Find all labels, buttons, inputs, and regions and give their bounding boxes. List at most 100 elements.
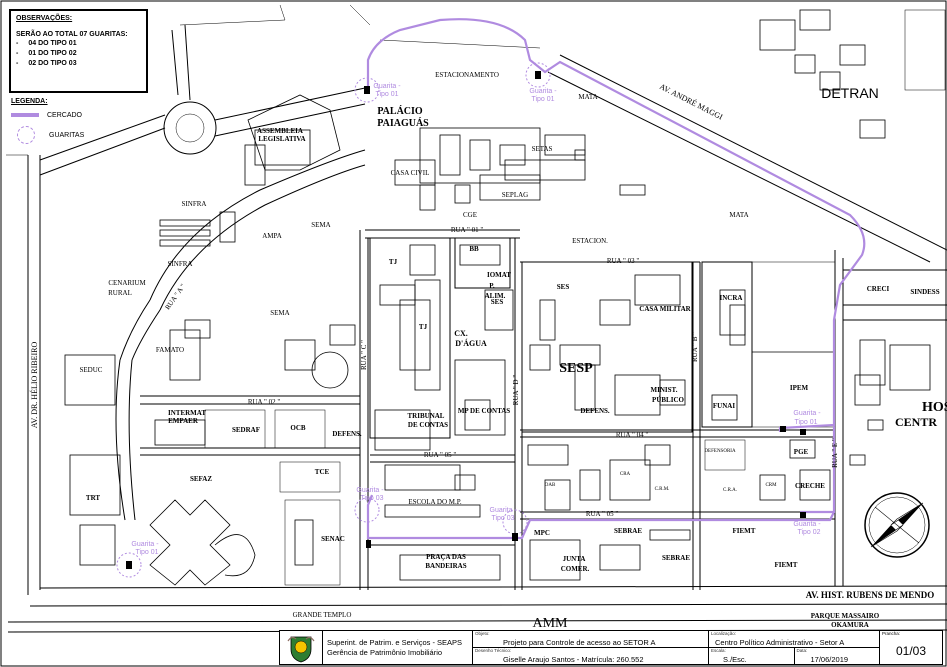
label-fiemt-2: FIEMT <box>775 561 798 569</box>
label-iomat-3: ALIM. <box>485 292 506 300</box>
label-escola-mp: ESCOLA DO M.P. <box>408 498 462 506</box>
guard-label-3-type: Tipo 01 <box>135 549 158 556</box>
label-cx: CX. <box>454 329 468 338</box>
project-block: Objeto: Projeto para Controle de acesso … <box>473 631 709 664</box>
street-andre-maggi: AV. ANDRÉ MAGGI <box>658 81 725 122</box>
label-ipem: IPEM <box>790 384 809 392</box>
label-amm: AMM <box>532 616 568 631</box>
label-estacion: ESTACION. <box>572 237 608 245</box>
label-fiemt-1: FIEMT <box>733 527 756 535</box>
street-rubens: AV. HIST. RUBENS DE MENDO <box>806 590 935 600</box>
label-incra: INCRA <box>720 294 743 302</box>
label-iomat-4: SES <box>491 298 504 306</box>
date-caption: Data: <box>796 648 808 653</box>
guard-label-1-type: Tipo 01 <box>375 91 398 98</box>
compass-rose-icon <box>864 492 930 558</box>
label-mata-1: MATA <box>578 93 597 101</box>
drawn-value: Giselle Araujo Santos - Matrícula: 260.5… <box>503 655 644 664</box>
label-defens-2: DEFENS. <box>332 430 362 438</box>
street-rua-01: RUA " 01 " <box>451 226 484 234</box>
street-rua-05b: RUA " 05 " <box>586 510 619 518</box>
label-senac: SENAC <box>321 535 345 543</box>
guard-circle-icon <box>17 126 35 144</box>
label-casa-civil: CASA CIVIL <box>391 169 430 177</box>
drawn-caption: Desenho Técnico: <box>475 648 512 653</box>
label-mpc: MPC <box>534 529 550 537</box>
legend-guard-label: GUARITAS <box>49 131 85 139</box>
street-rua-b: RUA " B " <box>691 332 699 362</box>
page-block: Prancha: 01/03 <box>880 631 942 664</box>
label-ses: SES <box>557 283 570 291</box>
label-pge: PGE <box>794 448 809 456</box>
label-hospital: HOSPI <box>922 400 947 415</box>
page-number: 01/03 <box>895 644 927 658</box>
org-line-2: Gerência de Patrimônio Imobiliário <box>327 647 443 657</box>
label-grande-templo: GRANDE TEMPLO <box>293 611 352 619</box>
legend-fence-label: CERCADO <box>47 111 83 119</box>
street-rua-04: RUA " 04 " <box>616 431 649 439</box>
guard-markers <box>116 62 806 578</box>
label-casa-militar: CASA MILITAR <box>639 305 691 313</box>
label-assembleia: ASSEMBLEIA <box>257 127 303 135</box>
label-iomat: IOMAT <box>487 271 511 279</box>
guard-label-2-type: Tipo 01 <box>531 96 554 103</box>
label-seduc: SEDUC <box>80 366 103 374</box>
label-sebrae-2: SEBRAE <box>662 554 690 562</box>
label-crm: CRM <box>765 483 777 488</box>
guard-label-5: Guarita - <box>793 521 821 528</box>
label-detran: DETRAN <box>821 85 879 101</box>
label-trt: TRT <box>86 494 100 502</box>
label-minist-2: PÚBLICO <box>652 396 684 404</box>
street-rua-05a: RUA " 05 " <box>424 451 457 459</box>
label-tj-1: TJ <box>389 258 398 266</box>
label-tribunal-2: DE CONTAS <box>408 421 448 429</box>
label-sefaz: SEFAZ <box>190 475 212 483</box>
label-junta-2: COMER. <box>561 565 590 573</box>
label-cenarium: CENARIUM <box>108 279 146 287</box>
label-praca: PRAÇA DAS <box>426 553 466 561</box>
label-defens-1: DEFENS. <box>580 407 610 415</box>
label-tce: TCE <box>315 468 330 476</box>
label-famato: FAMATO <box>156 346 184 354</box>
state-coat-of-arms-icon <box>280 631 323 664</box>
label-iomat-2: P. <box>489 282 495 290</box>
label-sebrae-1: SEBRAE <box>614 527 642 535</box>
label-tribunal: TRIBUNAL <box>408 412 445 420</box>
location-block: Localização: Centro Político Administrat… <box>709 631 880 664</box>
label-cra-1: CRA <box>620 472 631 477</box>
guard-label-6: Guarita - <box>356 487 384 494</box>
location-caption: Localização: <box>711 631 737 636</box>
label-intermat: INTERMAT <box>168 409 206 417</box>
label-seplag: SEPLAG <box>502 191 528 199</box>
label-cra-2: C.R.A. <box>723 488 737 493</box>
label-mp-contas: MP DE CONTAS <box>458 407 510 415</box>
label-cenarium-2: RURAL <box>108 289 132 297</box>
building-outlines <box>64 9 946 586</box>
label-ocb: OCB <box>290 424 306 432</box>
label-creche: CRECHE <box>795 482 825 490</box>
label-praca-2: BANDEIRAS <box>425 562 466 570</box>
observation-item: -02 DO TIPO 03 <box>16 60 77 67</box>
street-rua-03: RUA " 03 " <box>607 257 640 265</box>
guard-label-6-type: Tipo 03 <box>360 495 383 502</box>
org-line-1: Superint. de Patrim. e Serviços - SEAPS <box>327 637 463 647</box>
fence-swatch-icon <box>11 113 39 117</box>
street-rua-02: RUA " 02 " <box>248 398 281 406</box>
street-rua-e: RUA " E " <box>831 438 839 468</box>
label-sinfra-1: SINFRA <box>182 200 207 208</box>
label-sedraf: SEDRAF <box>232 426 260 434</box>
organization-block: Superint. de Patrim. e Serviços - SEAPS … <box>323 631 473 664</box>
street-rua-c: RUA " C " <box>360 340 368 370</box>
label-minist: MINIST. <box>651 386 678 394</box>
label-sinfra-2: SINFRA <box>168 260 193 268</box>
label-bb: BB <box>469 245 479 253</box>
label-palacio: PALÁCIO <box>377 105 423 117</box>
label-parque: PARQUE MASSAIRO <box>811 612 880 620</box>
label-palacio-2: PAIAGUÁS <box>377 117 429 129</box>
place-labels: DETRAN HOSPI CENTR PALÁCIO PAIAGUÁS ESTA… <box>80 71 947 631</box>
label-sema-1: SEMA <box>311 221 330 229</box>
label-sindess: SINDESS <box>910 288 939 296</box>
label-creci: CRECI <box>867 285 890 293</box>
